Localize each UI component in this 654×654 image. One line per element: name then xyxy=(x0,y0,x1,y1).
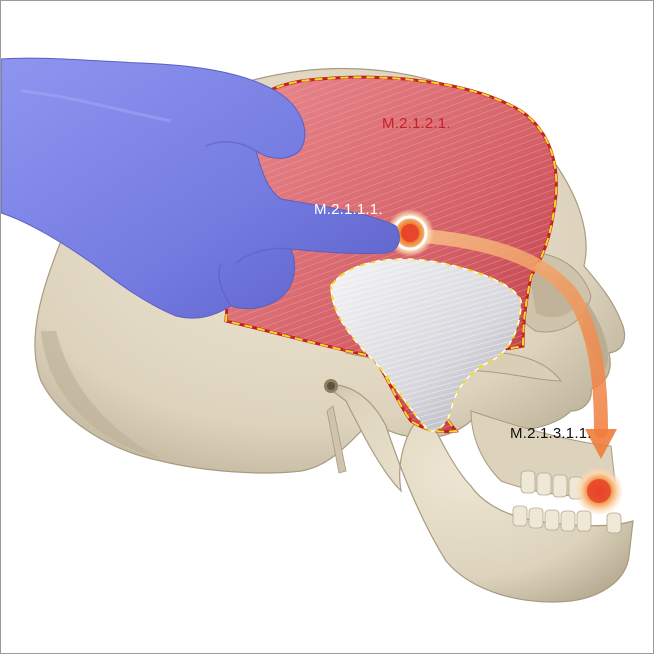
referral-point-label: M.2.1.3.1.1. xyxy=(510,425,592,442)
temporalis-region-label: M.2.1.2.1. xyxy=(382,115,451,132)
trigger-point-label: M.2.1.1.1. xyxy=(314,201,383,218)
